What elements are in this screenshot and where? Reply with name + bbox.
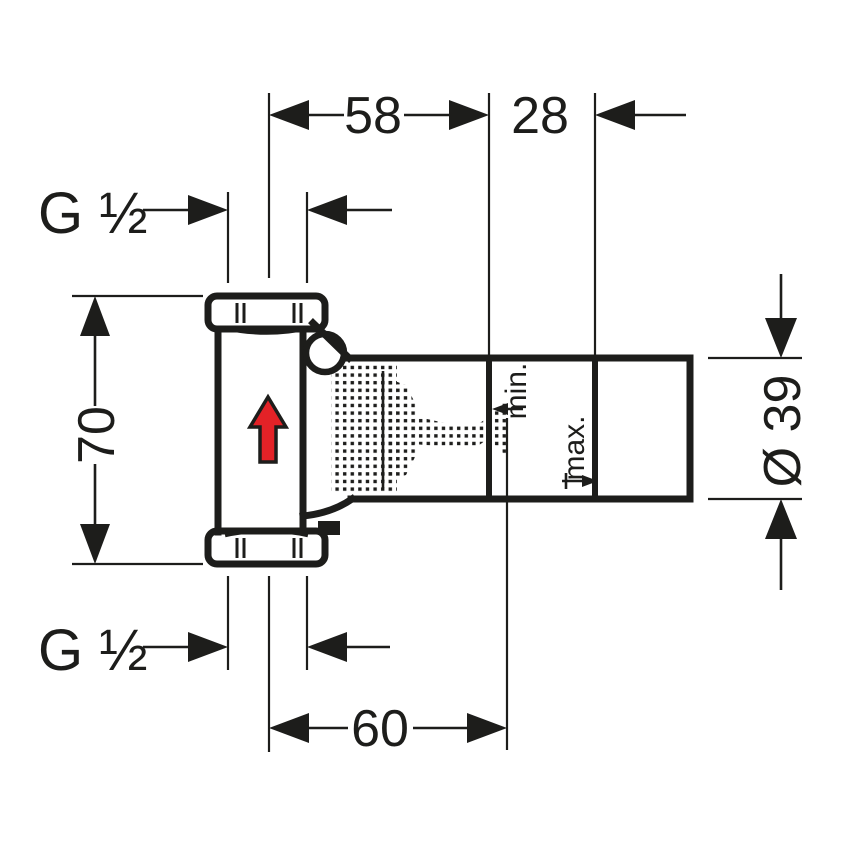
arrow-thread-bottom-left-icon xyxy=(188,632,228,662)
body-step-notch xyxy=(318,521,340,535)
min-indicator: min. xyxy=(492,363,533,420)
dimension-thread-bottom: G ½ xyxy=(38,618,390,683)
hex-nut-top xyxy=(204,292,329,335)
arrow-60-left-icon xyxy=(269,713,309,743)
arrow-70-up-icon xyxy=(80,296,110,336)
dimension-70: 70 xyxy=(68,296,126,564)
stipple-dome xyxy=(383,377,419,481)
arrow-thread-top-right-icon xyxy=(307,195,347,225)
valve-body xyxy=(204,292,357,568)
max-indicator: max. xyxy=(558,415,598,489)
thread-bottom-label: G ½ xyxy=(38,618,148,683)
thread-top-label: G ½ xyxy=(38,181,148,246)
arrow-70-down-icon xyxy=(80,524,110,564)
arrow-60-right-icon xyxy=(467,713,507,743)
extension-lines xyxy=(72,93,802,752)
dimension-dia-39: Ø 39 xyxy=(754,274,812,590)
max-arrow-icon xyxy=(582,475,598,487)
dim-58-label: 58 xyxy=(344,87,402,145)
sleeve-housing xyxy=(343,354,694,503)
arrow-dia39-up-icon xyxy=(765,499,797,539)
arrow-28-right-icon xyxy=(595,100,635,130)
stipple-neck xyxy=(414,416,489,448)
arrow-thread-top-left-icon xyxy=(188,195,228,225)
hex-nut-top-outline xyxy=(204,292,329,333)
cartridge-stipple-cone xyxy=(331,364,506,494)
dim-70-label: 70 xyxy=(68,406,126,464)
dimension-thread-top: G ½ xyxy=(38,181,392,246)
arrow-58-right-icon xyxy=(449,100,489,130)
min-label: min. xyxy=(500,363,533,420)
arrow-58-left-icon xyxy=(269,100,309,130)
dim-60-label: 60 xyxy=(351,700,409,758)
outlet-port-circle xyxy=(302,330,348,376)
stipple-block xyxy=(331,364,397,494)
min-arrow-icon xyxy=(492,403,508,415)
arrow-thread-bottom-right-icon xyxy=(307,632,347,662)
dim-28-label: 28 xyxy=(511,87,569,145)
dimension-58-28: 58 28 xyxy=(269,87,686,145)
max-label: max. xyxy=(558,415,591,480)
hex-nut-bottom xyxy=(204,527,329,568)
flow-direction-arrow-icon xyxy=(246,393,290,464)
arrow-dia39-down-icon xyxy=(765,318,797,358)
dia-39-label: Ø 39 xyxy=(754,375,812,488)
dimension-60: 60 xyxy=(269,700,507,758)
